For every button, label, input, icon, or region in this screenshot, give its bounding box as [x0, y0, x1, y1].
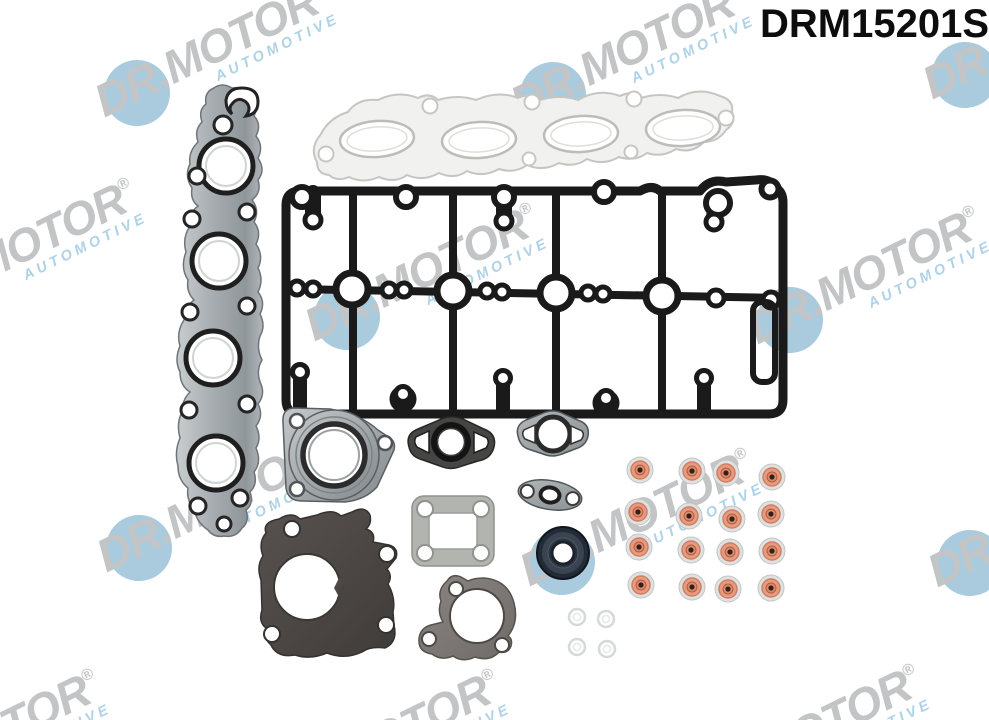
valve-stem-seal: [675, 502, 703, 530]
sealing-washer: [567, 637, 587, 657]
valve-stem-seal: [624, 498, 652, 526]
egr-gasket-light: [516, 410, 590, 457]
part-number: DRM15201S: [760, 2, 989, 46]
throttle-bore: [273, 553, 341, 621]
valve-stem-seal: [758, 537, 786, 565]
valve-stem-seal: [712, 459, 740, 487]
valve-stem-seal: [716, 538, 744, 566]
turbo-gasket-bore: [300, 421, 368, 489]
valve-stem-seal: [626, 456, 654, 484]
egr-gasket-dark: [407, 416, 496, 470]
thermostat-gasket: [418, 574, 517, 661]
valve-stem-seal: [714, 575, 742, 603]
thermostat-bore: [449, 588, 505, 644]
intake-manifold-gasket: [175, 84, 264, 538]
sealing-washers: [567, 607, 617, 659]
valve-stem-seal: [678, 457, 706, 485]
camshaft-seal: [536, 526, 590, 580]
valve-stem-seal: [677, 536, 705, 564]
valve-stem-seal: [718, 505, 746, 533]
valve-stem-seal: [757, 574, 785, 602]
rectangular-gasket: [411, 495, 495, 567]
turbo-gasket: [282, 407, 396, 503]
exhaust-manifold-gasket: [312, 90, 735, 182]
valve-stem-seal: [758, 463, 786, 491]
valve-cover-ports: [332, 269, 682, 316]
valve-stem-seal: [757, 500, 785, 528]
gasket-hook-slot: [224, 86, 260, 119]
valve-cover-gasket: [281, 175, 788, 419]
sealing-washer: [567, 607, 587, 627]
sealing-washer: [597, 639, 617, 659]
valve-stem-seal: [678, 573, 706, 601]
sealing-washer: [596, 609, 616, 629]
small-oval-gasket: [517, 479, 583, 511]
valve-stem-seals: [624, 456, 786, 603]
intake-ports: [183, 136, 256, 493]
valve-stem-seal: [625, 533, 653, 561]
throttle-body-gasket: [258, 508, 398, 658]
valve-stem-seal: [627, 571, 655, 599]
